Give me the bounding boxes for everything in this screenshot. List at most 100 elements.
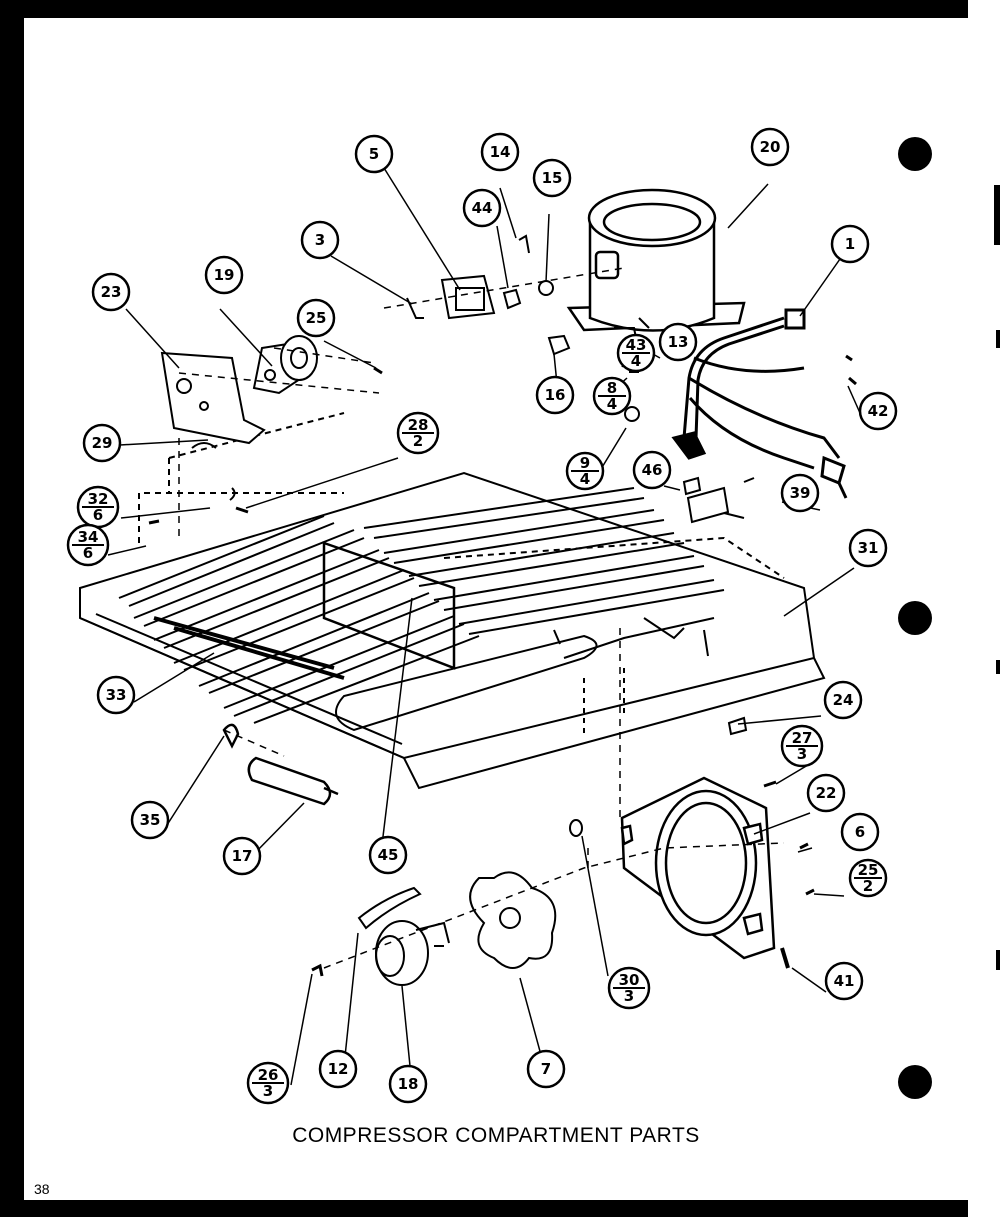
callout-c3: 3	[300, 220, 340, 260]
small-hardware-drawing	[682, 354, 853, 788]
callout-circle	[318, 1049, 358, 1089]
callout-c31: 31	[848, 528, 888, 568]
callout-c14: 14	[480, 132, 520, 172]
callout-c41: 41	[824, 961, 864, 1001]
callout-number: 45	[378, 846, 399, 864]
callout-quantity: 2	[413, 432, 423, 450]
callout-c43: 434	[616, 333, 656, 373]
callout-c17: 17	[222, 836, 262, 876]
binder-hole	[898, 601, 932, 635]
callout-number: 25	[858, 861, 879, 879]
callout-quantity: 6	[93, 506, 103, 524]
callout-c5: 5	[354, 134, 394, 174]
callout-circle	[91, 272, 131, 312]
callout-number: 12	[328, 1060, 349, 1078]
callout-quantity: 3	[797, 745, 807, 763]
callout-circle	[222, 836, 262, 876]
callout-c24: 24	[823, 680, 863, 720]
callout-c29: 29	[82, 423, 122, 463]
callout-number: 5	[369, 145, 379, 163]
relay-parts-drawing	[406, 234, 650, 422]
callout-number: 22	[816, 784, 837, 802]
callout-number: 15	[542, 169, 563, 187]
edge-mark	[996, 950, 1000, 970]
callout-c13: 13	[658, 322, 698, 362]
callout-number: 33	[106, 686, 127, 704]
callout-circle	[823, 680, 863, 720]
binder-hole	[898, 1065, 932, 1099]
callout-c1: 1	[830, 224, 870, 264]
callout-number: 8	[607, 379, 617, 397]
callout-circle	[858, 391, 898, 431]
callout-number: 17	[232, 847, 253, 865]
callout-number: 1	[845, 235, 855, 253]
edge-mark	[994, 185, 1000, 245]
callout-c33: 33	[96, 675, 136, 715]
callout-c32: 326	[76, 485, 120, 529]
callout-number: 31	[858, 539, 879, 557]
callout-number: 24	[833, 691, 854, 709]
exploded-parts-diagram: 1356784941213141516171819202223242525226…	[66, 127, 898, 1105]
callout-c9: 94	[565, 451, 605, 491]
callout-c6: 6	[840, 812, 880, 852]
callout-number: 19	[214, 266, 235, 284]
drier-drawing	[222, 723, 339, 806]
callout-number: 29	[92, 434, 113, 452]
callout-circle	[388, 1064, 428, 1104]
callout-quantity: 4	[580, 470, 590, 488]
callout-number: 30	[619, 971, 640, 989]
callout-number: 46	[642, 461, 663, 479]
callout-number: 43	[626, 336, 647, 354]
callout-number: 28	[408, 416, 429, 434]
callout-number: 26	[258, 1066, 279, 1084]
callout-c35: 35	[130, 800, 170, 840]
callout-circle	[840, 812, 880, 852]
callout-circle	[204, 255, 244, 295]
callout-c7: 7	[526, 1049, 566, 1089]
binder-hole	[898, 137, 932, 171]
binding-edge	[968, 0, 1000, 1217]
callout-circle	[750, 127, 790, 167]
callout-circle	[532, 158, 572, 198]
callout-quantity: 4	[631, 352, 641, 370]
callout-c15: 15	[532, 158, 572, 198]
callout-number: 6	[855, 823, 865, 841]
callout-number: 39	[790, 484, 811, 502]
callout-number: 16	[545, 386, 566, 404]
callout-c25: 25	[296, 298, 336, 338]
callout-c25b: 252	[848, 858, 888, 898]
edge-mark	[996, 330, 1000, 348]
callout-circle	[848, 528, 888, 568]
callout-circle	[480, 132, 520, 172]
callout-number: 7	[541, 1060, 551, 1078]
exploded-view-guide-lines	[178, 267, 785, 969]
callout-number: 13	[668, 333, 689, 351]
callout-number: 41	[834, 972, 855, 990]
callout-circle	[354, 134, 394, 174]
fan-shroud-drawing	[620, 776, 776, 960]
callout-circle	[526, 1049, 566, 1089]
diagram-caption: COMPRESSOR COMPARTMENT PARTS	[292, 1124, 700, 1147]
callout-circle	[658, 322, 698, 362]
capacitor-bracket-drawing	[148, 335, 383, 525]
callout-number: 3	[315, 231, 325, 249]
callout-circle	[300, 220, 340, 260]
callout-c8: 84	[592, 376, 632, 416]
callout-circle	[830, 224, 870, 264]
callout-number: 34	[78, 528, 99, 546]
callout-number: 27	[792, 729, 813, 747]
callout-circle	[130, 800, 170, 840]
callout-c16: 16	[535, 375, 575, 415]
callout-labels: 1356784941213141516171819202223242525226…	[66, 127, 898, 1105]
compressor-drawing	[566, 188, 746, 332]
callout-circle	[632, 450, 672, 490]
callout-c22: 22	[806, 773, 846, 813]
callout-c44: 44	[462, 188, 502, 228]
callout-number: 35	[140, 811, 161, 829]
callout-c20: 20	[750, 127, 790, 167]
callout-number: 14	[490, 143, 511, 161]
callout-quantity: 2	[863, 877, 873, 895]
callout-number: 20	[760, 138, 781, 156]
callout-number: 32	[88, 490, 109, 508]
